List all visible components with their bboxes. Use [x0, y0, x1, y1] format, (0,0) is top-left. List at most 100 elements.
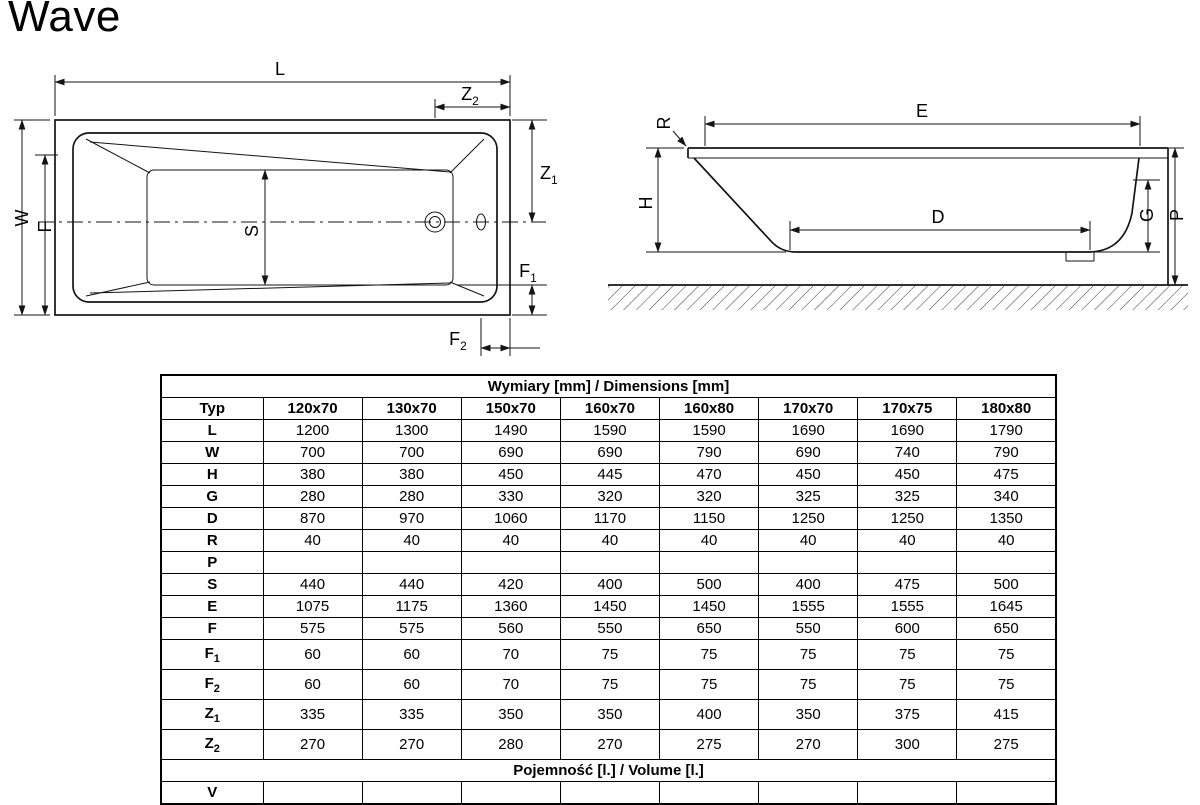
dimension-value-cell: 690 — [460, 441, 561, 464]
dimension-value-cell: 1555 — [758, 595, 859, 618]
dimension-value-cell: 415 — [956, 699, 1057, 730]
row-label: F1 — [160, 639, 264, 670]
dimension-value-cell — [460, 551, 561, 574]
dimension-value-cell: 320 — [559, 485, 661, 508]
dim-label-S: S — [242, 225, 262, 237]
dimension-value-cell: 375 — [857, 699, 958, 730]
dimension-value-cell: 270 — [262, 729, 363, 760]
dimension-value-cell: 75 — [758, 639, 859, 670]
dimension-E: E — [704, 101, 1141, 146]
dimension-value-cell: 40 — [857, 529, 958, 552]
dimension-value-cell: 335 — [262, 699, 363, 730]
dimension-value-cell: 60 — [361, 639, 462, 670]
dimension-value-cell: 75 — [956, 669, 1057, 700]
dimension-value-cell — [460, 781, 561, 805]
dimension-value-cell — [758, 551, 859, 574]
volume-header-row: Pojemność [l.] / Volume [l.] — [160, 759, 1057, 782]
dimension-value-cell: 970 — [361, 507, 462, 530]
row-label: S — [160, 573, 264, 596]
dimension-value-cell: 1250 — [857, 507, 958, 530]
dimension-value-cell: 70 — [460, 639, 561, 670]
dimension-value-cell: 650 — [658, 617, 760, 640]
dimension-value-cell: 1350 — [956, 507, 1057, 530]
dimension-value-cell: 40 — [758, 529, 859, 552]
dimension-value-cell: 790 — [658, 441, 760, 464]
dimension-value-cell: 330 — [460, 485, 561, 508]
row-label: D — [160, 507, 264, 530]
dimension-value-cell: 40 — [460, 529, 561, 552]
dimension-value-cell — [658, 551, 760, 574]
dim-label-W: W — [12, 210, 32, 227]
dimension-value-cell — [956, 551, 1057, 574]
row-label: G — [160, 485, 264, 508]
dimension-value-cell: 475 — [956, 463, 1057, 486]
row-label: L — [160, 419, 264, 442]
dimension-value-cell: 700 — [262, 441, 363, 464]
side-view-diagram: E R H D G P — [608, 101, 1188, 310]
dim-label-F1: F1 — [519, 261, 537, 285]
dimension-value-cell: 40 — [361, 529, 462, 552]
dimension-value-cell: 75 — [758, 669, 859, 700]
dimension-value-cell — [559, 781, 661, 805]
tub-side-outline — [687, 147, 1169, 285]
dimension-value-cell: 75 — [658, 669, 760, 700]
column-header: 160x80 — [658, 397, 760, 420]
dimension-value-cell: 270 — [559, 729, 661, 760]
column-header-typ: Typ — [160, 397, 264, 420]
dimension-value-cell: 335 — [361, 699, 462, 730]
dimension-value-cell: 325 — [857, 485, 958, 508]
dimension-value-cell: 1690 — [758, 419, 859, 442]
dimension-value-cell: 600 — [857, 617, 958, 640]
dimension-value-cell: 1250 — [758, 507, 859, 530]
dimension-S: S — [242, 169, 269, 286]
dimension-R: R — [654, 117, 687, 147]
dimension-value-cell: 1060 — [460, 507, 561, 530]
dimension-F: F — [35, 154, 58, 316]
dimension-value-cell: 280 — [460, 729, 561, 760]
dimension-Z2: Z2 — [434, 84, 511, 118]
column-header: 160x70 — [559, 397, 661, 420]
dimension-F2: F2 — [449, 318, 540, 356]
dimension-value-cell: 1590 — [559, 419, 661, 442]
dimension-H: H — [636, 147, 786, 253]
dimension-value-cell: 1645 — [956, 595, 1057, 618]
dimension-G: G — [1092, 179, 1160, 253]
dimension-value-cell: 320 — [658, 485, 760, 508]
dim-label-H: H — [636, 197, 656, 210]
dimension-value-cell: 1150 — [658, 507, 760, 530]
volume-row: V — [160, 781, 1057, 805]
dimension-value-cell — [758, 781, 859, 805]
row-label: R — [160, 529, 264, 552]
dimension-value-cell: 560 — [460, 617, 561, 640]
row-label: V — [160, 781, 264, 805]
dimension-value-cell: 350 — [460, 699, 561, 730]
dimension-value-cell: 400 — [559, 573, 661, 596]
dimension-value-cell: 1200 — [262, 419, 363, 442]
column-header: 120x70 — [262, 397, 363, 420]
dimension-value-cell: 350 — [559, 699, 661, 730]
dimension-value-cell: 575 — [361, 617, 462, 640]
dimension-value-cell: 280 — [262, 485, 363, 508]
dimension-value-cell: 1555 — [857, 595, 958, 618]
dimension-value-cell: 1590 — [658, 419, 760, 442]
dimension-value-cell: 1360 — [460, 595, 561, 618]
dimension-value-cell: 550 — [559, 617, 661, 640]
dimension-value-cell: 400 — [758, 573, 859, 596]
dimension-value-cell: 1300 — [361, 419, 462, 442]
dimension-value-cell: 550 — [758, 617, 859, 640]
dimensions-table-wrap: Wymiary [mm] / Dimensions [mm] Typ 120x7… — [160, 374, 1057, 805]
column-header: 170x70 — [758, 397, 859, 420]
dimension-value-cell: 380 — [262, 463, 363, 486]
dimension-P: P — [1167, 147, 1187, 286]
dimension-value-cell: 300 — [857, 729, 958, 760]
dimension-value-cell: 1790 — [956, 419, 1057, 442]
dimension-value-cell — [262, 551, 363, 574]
dimension-value-cell: 870 — [262, 507, 363, 530]
